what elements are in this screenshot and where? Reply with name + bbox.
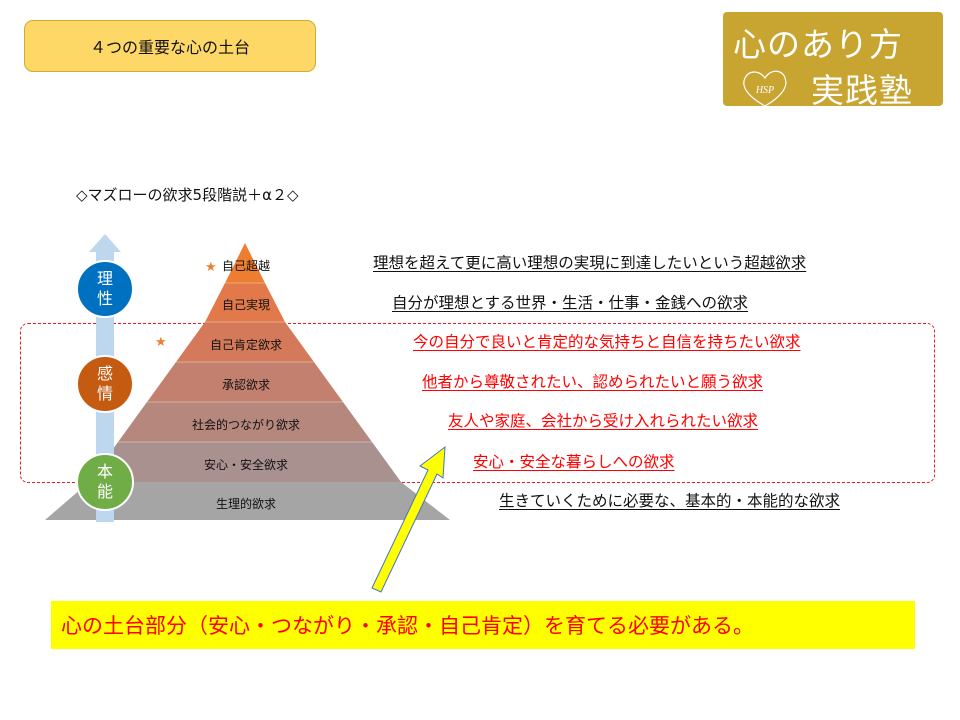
star-icon: ★ — [205, 260, 217, 275]
layer-label-self-actualization: 自己実現 — [221, 298, 271, 312]
layer-label-esteem: 承認欲求 — [221, 378, 271, 392]
up-arrow-icon — [89, 234, 121, 252]
star-icon: ★ — [155, 335, 167, 350]
pyramid-layer-4 — [147, 362, 343, 402]
layer-label-self-affirmation: 自己肯定欲求 — [209, 338, 283, 352]
layer-label-self-transcendence: 自己超越 — [221, 259, 271, 273]
layer-label-physiological: 生理的欲求 — [215, 497, 277, 511]
pyramid-layer-1 — [225, 243, 265, 283]
yellow-arrow-icon — [371, 445, 446, 593]
title-box: ４つの重要な心の土台 — [24, 20, 316, 72]
desc-belonging: 友人や家庭、会社から受け入れられたい欲求 — [448, 412, 759, 430]
desc-safety: 安心・安全な暮らしへの欲求 — [473, 453, 675, 471]
heart-icon: HSP — [743, 70, 787, 107]
foundation-highlight-box — [20, 323, 935, 483]
conclusion-banner: 心の土台部分（安心・つながり・承認・自己肯定）を育てる必要がある。 — [51, 601, 915, 649]
desc-esteem: 他者から尊敬されたい、認められたいと願う欲求 — [422, 373, 764, 391]
pyramid-layer-5 — [118, 402, 372, 442]
desc-self-transcendence: 理想を超えて更に高い理想の実現に到達したいという超越欲求 — [373, 254, 807, 272]
pyramid-layer-3 — [176, 322, 314, 362]
conclusion-text: 心の土台部分（安心・つながり・承認・自己肯定）を育てる必要がある。 — [61, 614, 754, 638]
page-title: ４つの重要な心の土台 — [89, 38, 250, 57]
desc-self-actualization: 自分が理想とする世界・生活・仕事・金銭への欲求 — [392, 294, 749, 312]
desc-self-affirmation: 今の自分で良いと肯定的な気持ちと自信を持ちたい欲求 — [413, 333, 801, 351]
layer-label-safety: 安心・安全欲求 — [203, 458, 289, 472]
emotion-circle: 感情 — [76, 355, 134, 413]
diagram-subtitle: ◇マズローの欲求5段階説＋α２◇ — [76, 186, 299, 204]
reason-circle: 理性 — [76, 260, 134, 318]
logo-line2: 実践塾 — [811, 71, 913, 110]
pyramid-layer-6 — [89, 442, 401, 482]
logo: 心のあり方 HSP 実践塾 — [723, 12, 943, 110]
desc-physiological: 生きていくために必要な、基本的・本能的な欲求 — [499, 492, 841, 510]
instinct-circle: 本能 — [76, 453, 134, 511]
logo-line1: 心のあり方 — [733, 25, 903, 64]
layer-label-belonging: 社会的つながり欲求 — [191, 418, 301, 432]
heart-text: HSP — [755, 85, 774, 96]
pyramid-layer-7 — [45, 482, 450, 520]
pyramid-layer-2 — [205, 283, 285, 322]
